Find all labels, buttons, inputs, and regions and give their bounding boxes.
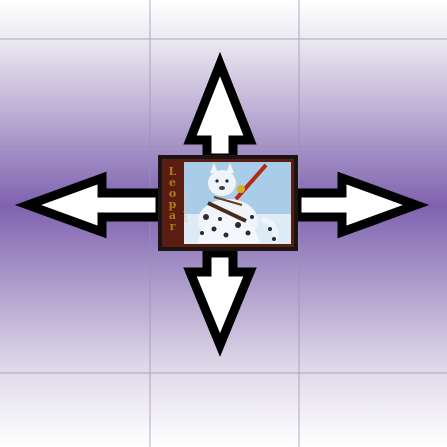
move-left-arrow[interactable] [14, 171, 165, 239]
snow-leopard-card[interactable]: Leopar snow leopard [158, 155, 298, 251]
move-up-arrow[interactable] [183, 51, 257, 163]
card-title: Leopar [166, 165, 179, 231]
card-subtitle: snow leopard [182, 189, 188, 223]
move-right-arrow[interactable] [292, 171, 430, 239]
move-down-arrow[interactable] [183, 248, 257, 357]
snow-leopard-illustration [162, 159, 294, 247]
